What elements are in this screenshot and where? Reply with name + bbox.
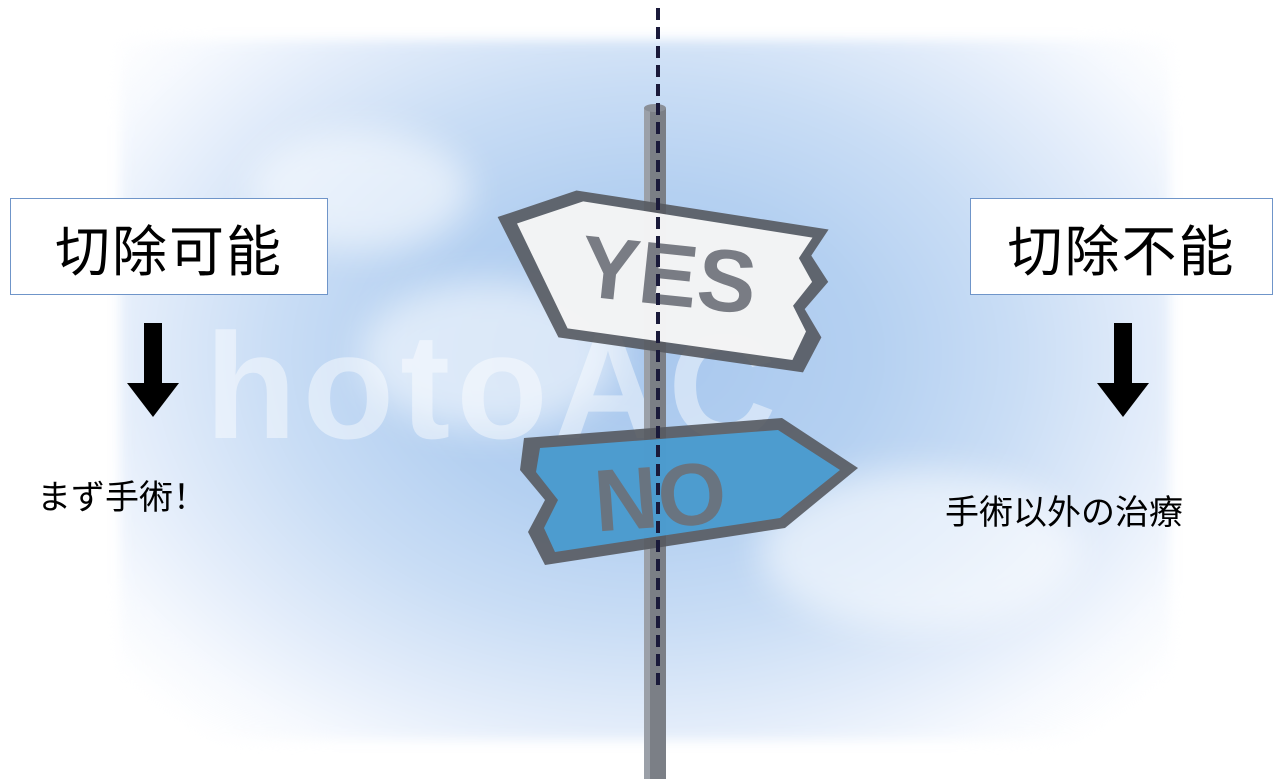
no-sign-label: NO bbox=[591, 443, 730, 551]
no-sign bbox=[520, 418, 858, 565]
surgery-first-text: まず手術！ bbox=[37, 478, 207, 518]
unresectable-box: 切除不能 bbox=[970, 198, 1273, 295]
resectable-label: 切除可能 bbox=[54, 219, 283, 284]
yes-sign bbox=[497, 190, 829, 373]
yes-sign-label: YES bbox=[576, 216, 761, 333]
non-surgical-treatment-text: 手術以外の治療 bbox=[945, 493, 1183, 533]
down-arrow-icon bbox=[127, 323, 179, 417]
down-arrow-icon bbox=[1097, 323, 1149, 417]
resectable-box: 切除可能 bbox=[10, 198, 328, 295]
unresectable-label: 切除不能 bbox=[1007, 219, 1236, 284]
